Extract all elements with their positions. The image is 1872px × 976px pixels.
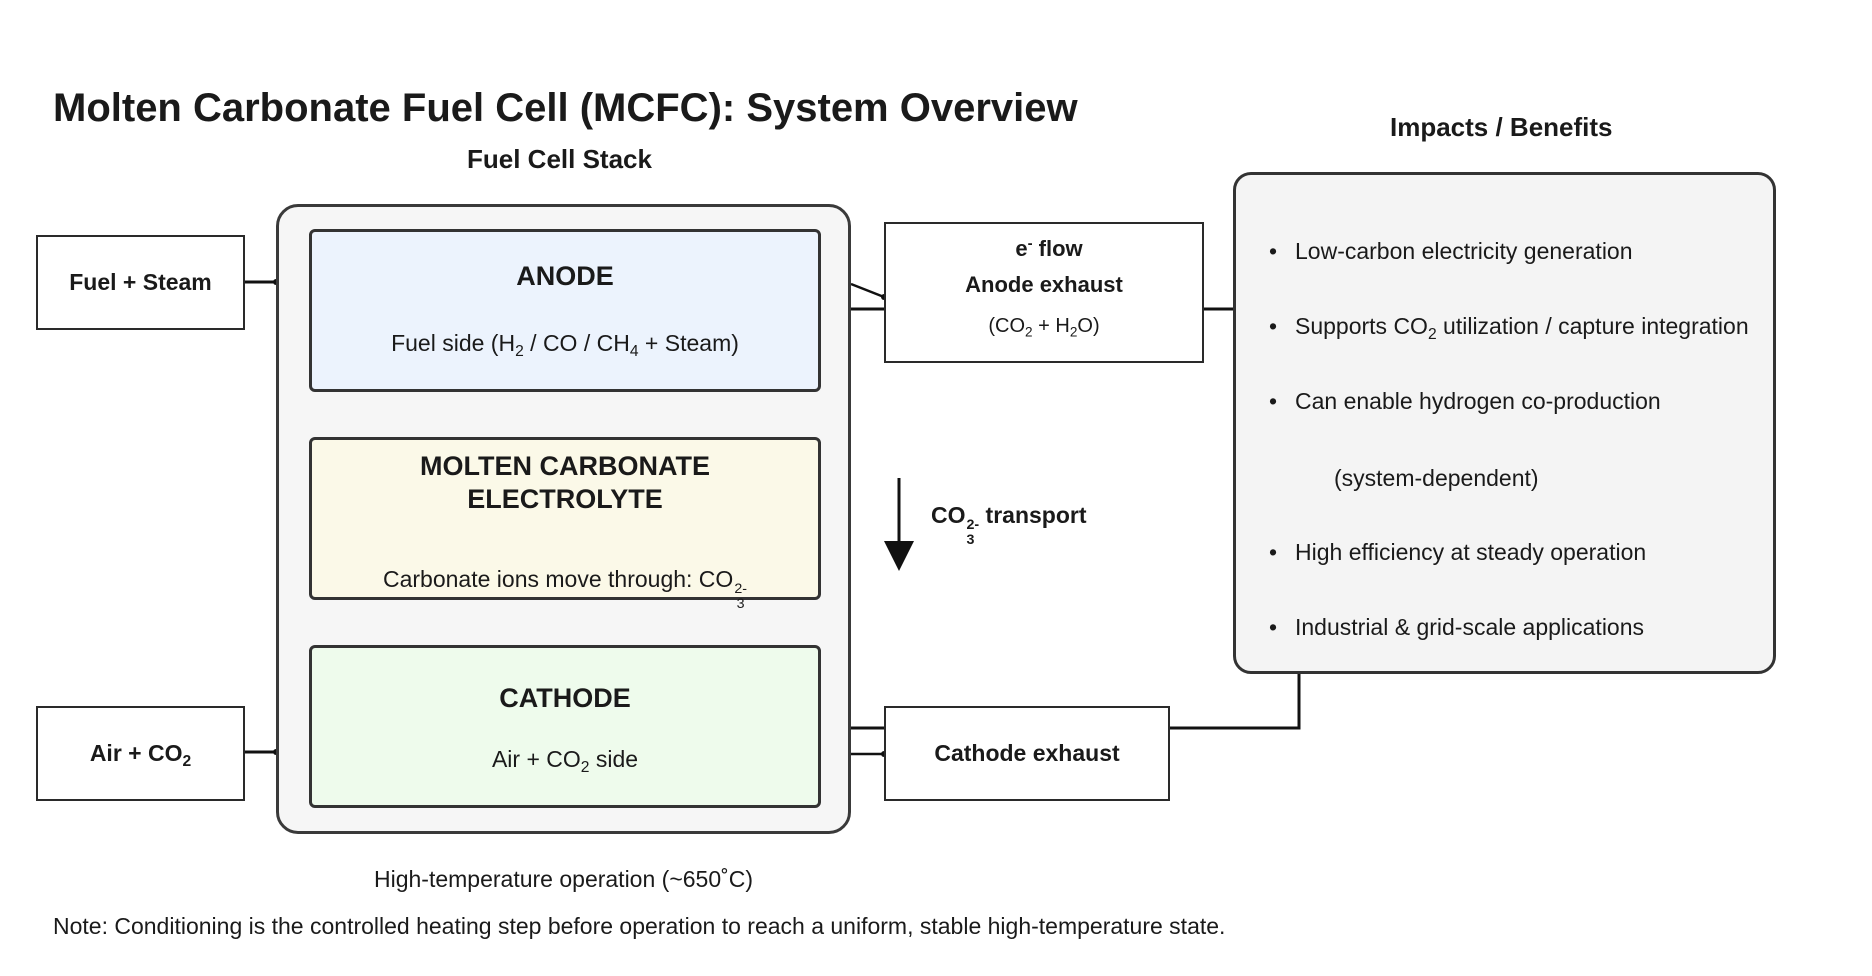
cathode-exhaust-label: Cathode exhaust (934, 740, 1120, 766)
impacts-panel: •Low-carbon electricity generation •Supp… (1233, 172, 1776, 674)
electrolyte-title: MOLTEN CARBONATE ELECTROLYTE (420, 451, 710, 514)
anode-description: Fuel side (H2 / CO / CH4 + Steam) (391, 330, 739, 360)
cathode-exhaust-box: Cathode exhaust (884, 706, 1170, 801)
anode-exhaust-composition: (CO2 + H2O) (988, 315, 1100, 340)
anode-layer: ANODE Fuel side (H2 / CO / CH4 + Steam) (309, 229, 821, 392)
electrolyte-layer: MOLTEN CARBONATE ELECTROLYTE Carbonate i… (309, 437, 821, 611)
air-co2-label: Air + CO2 (89, 740, 192, 770)
air-co2-input: Air + CO2 (36, 706, 245, 801)
electron-flow-label: e- flow (1015, 234, 1083, 261)
cathode-layer: CATHODE Air + CO2 side (309, 645, 821, 808)
fuel-cell-stack: ANODE Fuel side (H2 / CO / CH4 + Steam) … (276, 204, 851, 834)
anode-title: ANODE (516, 261, 614, 291)
page-title: Molten Carbonate Fuel Cell (MCFC): Syste… (53, 86, 1078, 130)
operating-temperature-label: High-temperature operation (~650˚C) (374, 866, 754, 892)
impacts-label: Impacts / Benefits (1390, 112, 1613, 142)
anode-exhaust-diagonal (850, 282, 885, 299)
benefit-item-continuation: (system-dependent) (1334, 465, 1539, 491)
benefit-item: •Can enable hydrogen co-production (1269, 388, 1661, 414)
cathode-title: CATHODE (499, 683, 631, 713)
benefit-item: •Industrial & grid-scale applications (1269, 614, 1645, 640)
benefit-item: •High efficiency at steady operation (1269, 539, 1647, 565)
stack-label: Fuel Cell Stack (467, 144, 652, 174)
anode-exhaust-box: e- flow Anode exhaust (CO2 + H2O) (884, 222, 1204, 363)
anode-exhaust-label: Anode exhaust (965, 272, 1123, 297)
fuel-steam-label: Fuel + Steam (69, 269, 212, 295)
benefit-item: •Supports CO2 utilization / capture inte… (1269, 313, 1749, 343)
footnote: Note: Conditioning is the controlled hea… (53, 913, 1226, 939)
fuel-steam-input: Fuel + Steam (36, 235, 245, 330)
benefit-item: •Low-carbon electricity generation (1269, 238, 1633, 264)
cathode-description: Air + CO2 side (491, 746, 639, 776)
